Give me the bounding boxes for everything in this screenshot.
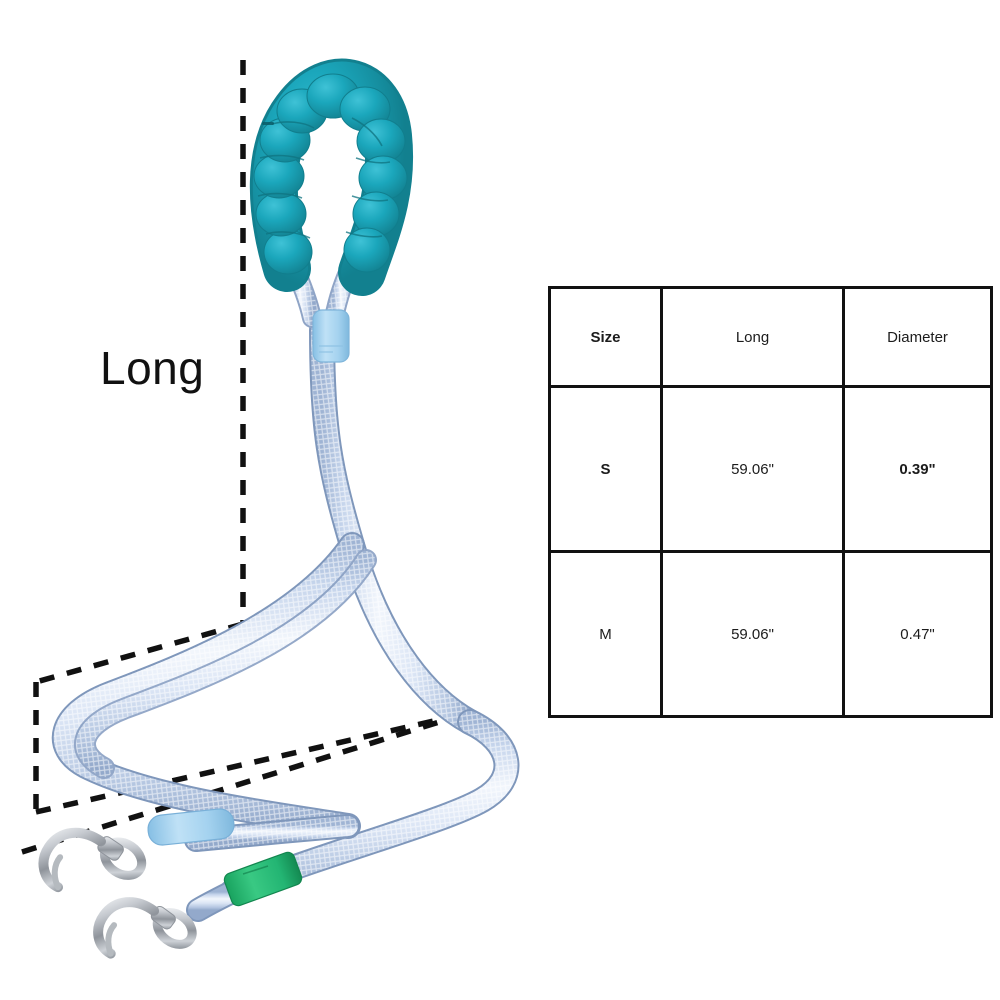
long-annotation-label: Long <box>100 342 205 394</box>
clip-sleeve-green <box>223 851 303 907</box>
row-s-diameter: 0.39" <box>842 385 993 553</box>
row-m-long: 59.06" <box>660 550 845 718</box>
table-header-size: Size <box>548 286 663 388</box>
row-s-size: S <box>548 385 663 553</box>
row-m-diameter: 0.47" <box>842 550 993 718</box>
rope-collar <box>312 309 350 363</box>
handle-marking <box>262 122 274 125</box>
table-header-row: Size Long Diameter <box>548 286 993 388</box>
table-row: M 59.06" 0.47" <box>548 550 993 718</box>
padded-handle <box>249 58 413 296</box>
swivel-clip-left <box>38 827 147 893</box>
table-header-diameter: Diameter <box>842 286 993 388</box>
size-table: Size Long Diameter S 59.06" 0.39" M 59.0… <box>548 286 993 718</box>
row-m-size: M <box>548 550 663 718</box>
clip-sleeve-blue <box>147 808 235 846</box>
table-header-long: Long <box>660 286 845 388</box>
braided-rope <box>51 252 520 922</box>
row-s-long: 59.06" <box>660 385 845 553</box>
swivel-clip-right <box>93 897 197 959</box>
measurement-dashed-guide <box>21 60 461 855</box>
table-row: S 59.06" 0.39" <box>548 385 993 553</box>
